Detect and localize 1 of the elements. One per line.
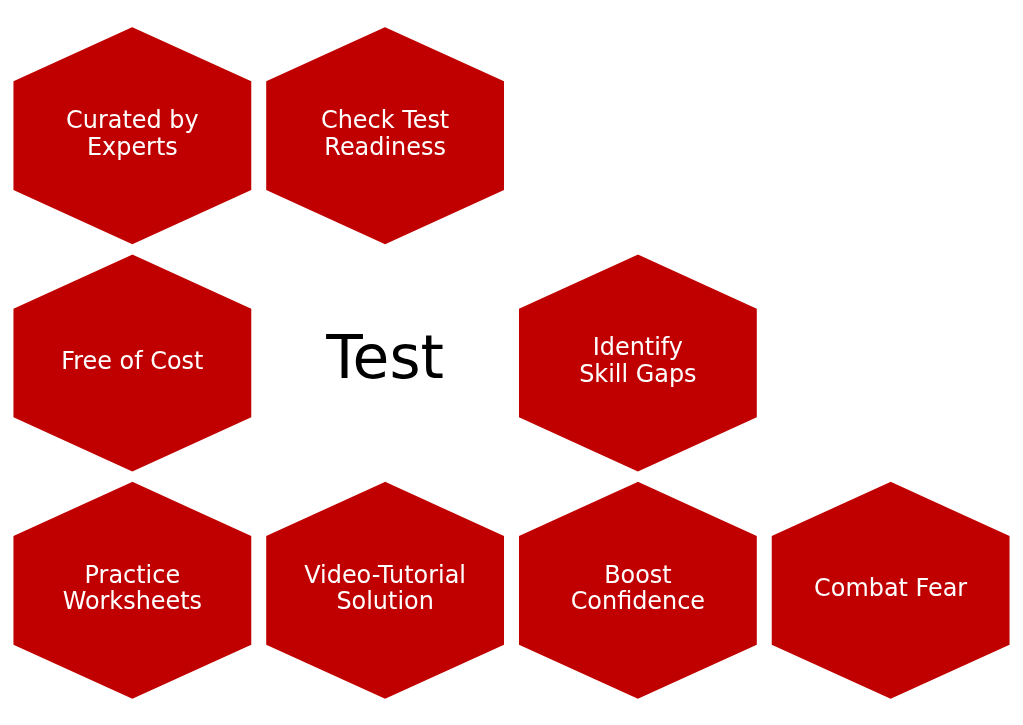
label: Test xyxy=(326,321,445,392)
